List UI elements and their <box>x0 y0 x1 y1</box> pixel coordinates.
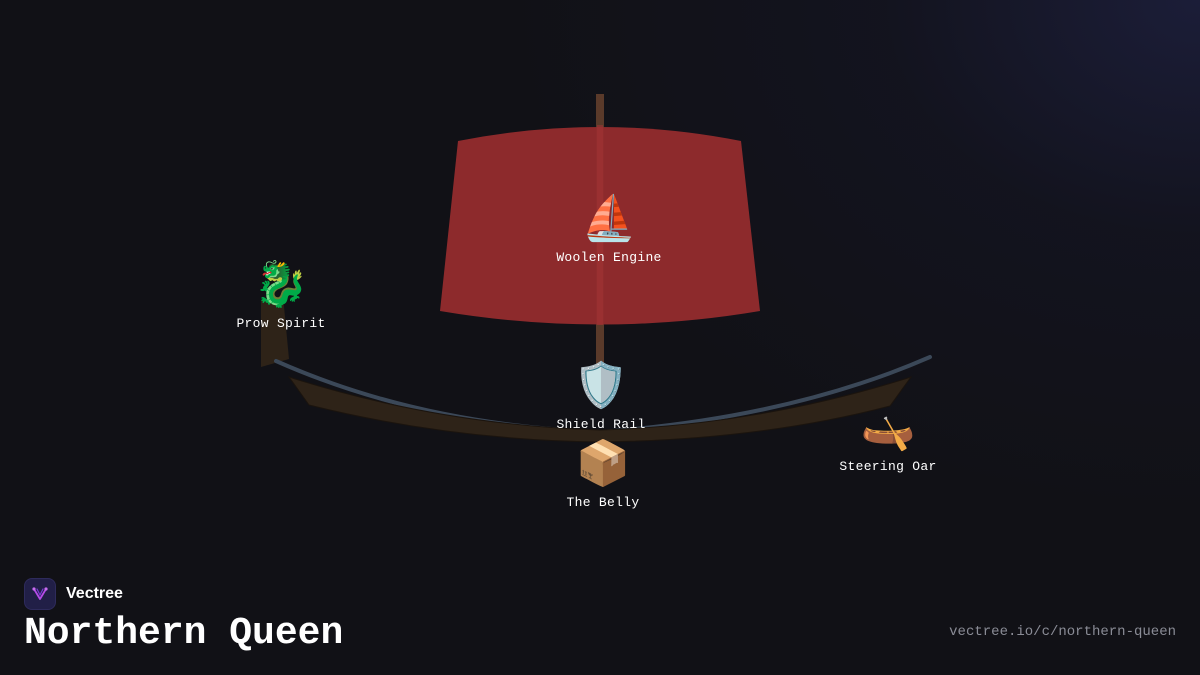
dragon-icon: 🐉 <box>253 259 309 310</box>
node-label: The Belly <box>566 495 640 510</box>
page-title: Northern Queen <box>24 612 344 655</box>
sailboat-icon: ⛵ <box>581 193 637 244</box>
node-label: Woolen Engine <box>556 250 662 265</box>
node-label: Shield Rail <box>556 417 646 432</box>
brand-name: Vectree <box>66 585 123 602</box>
mast-overlay <box>597 125 603 325</box>
share-url[interactable]: vectree.io/c/northern-queen <box>949 624 1176 640</box>
node-shield-rail[interactable]: 🛡️ Shield Rail <box>521 360 681 433</box>
node-label: Steering Oar <box>839 459 937 474</box>
vectree-logo-icon <box>24 578 56 610</box>
node-woolen-engine[interactable]: ⛵ Woolen Engine <box>529 193 689 266</box>
brand[interactable]: Vectree <box>24 577 123 611</box>
node-the-belly[interactable]: 📦 The Belly <box>523 438 683 511</box>
package-icon: 📦 <box>575 438 631 489</box>
node-label: Prow Spirit <box>236 316 326 331</box>
canoe-icon: 🛶 <box>860 402 916 453</box>
hull <box>287 376 913 443</box>
prow-post <box>261 296 289 367</box>
node-prow-spirit[interactable]: 🐉 Prow Spirit <box>201 259 361 332</box>
shield-icon: 🛡️ <box>573 360 629 411</box>
node-steering-oar[interactable]: 🛶 Steering Oar <box>808 402 968 475</box>
